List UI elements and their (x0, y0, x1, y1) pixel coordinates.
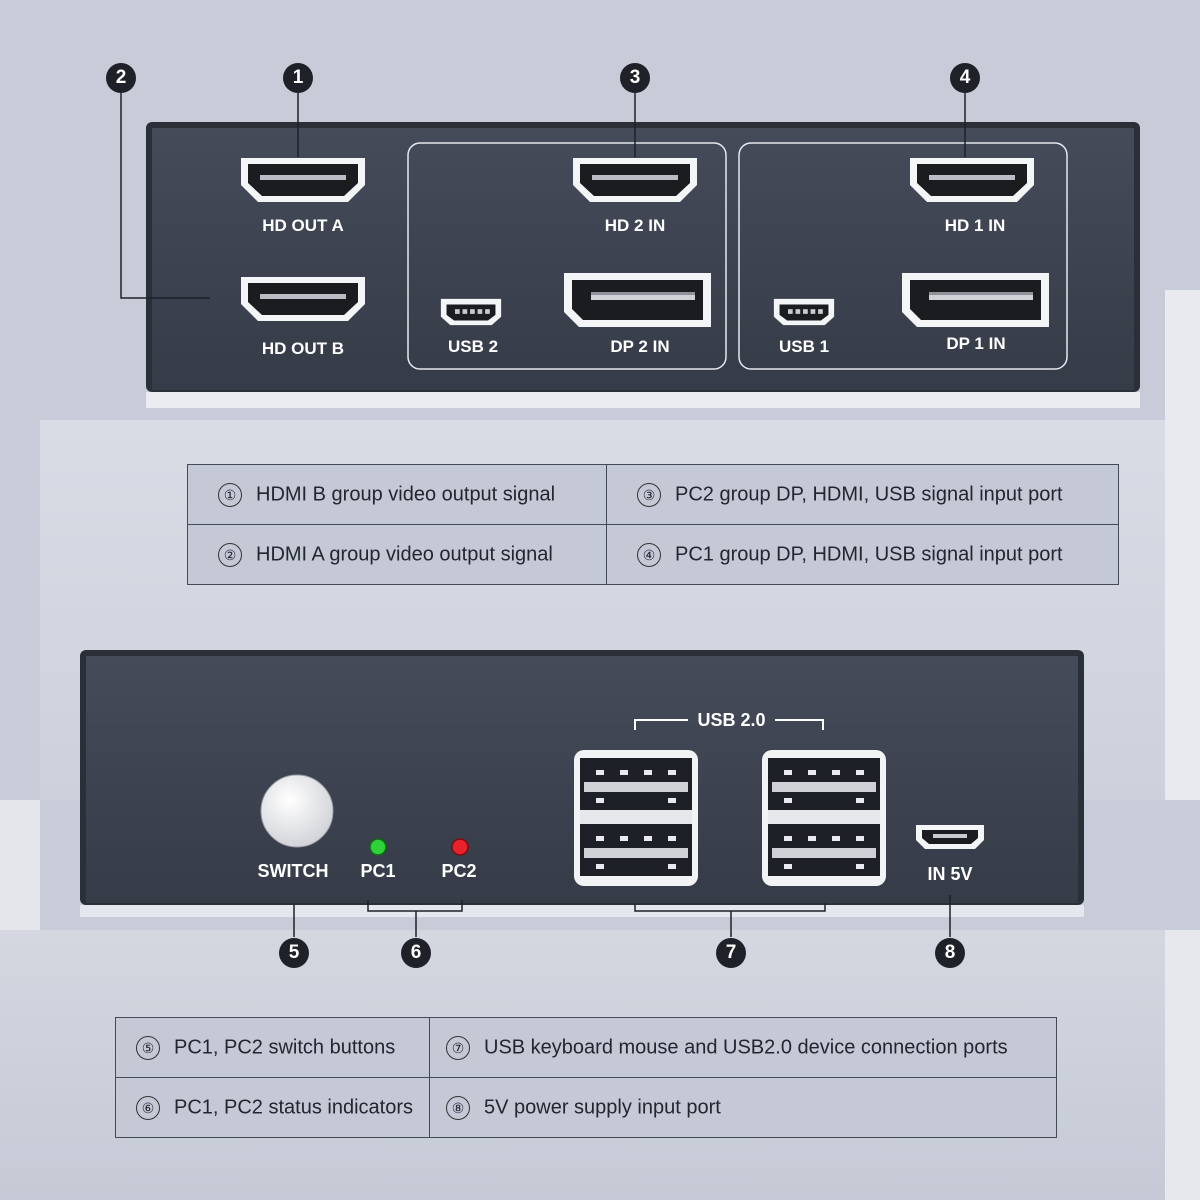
legend-row: ⑥ PC1, PC2 status indicators ⑧ 5V power su… (115, 1077, 1057, 1138)
pc2-led (451, 838, 469, 856)
legend-text: HDMI A group video output signal (256, 543, 553, 565)
legend-row: ⑤ PC1, PC2 switch buttons ⑦ USB keyboard m… (115, 1017, 1057, 1078)
legend-text: PC2 group DP, HDMI, USB signal input por… (675, 483, 1063, 505)
label-hd-out-b: HD OUT B (261, 339, 345, 358)
badge-7: 7 (716, 938, 746, 968)
legend-text: PC1, PC2 status indicators (174, 1096, 413, 1118)
legend-cell: ⑦ USB keyboard mouse and USB2.0 device co… (429, 1017, 1057, 1078)
background-shelf-left (0, 800, 40, 930)
switch-button[interactable] (260, 774, 334, 848)
legend-cell: ① HDMI B group video output signal (187, 464, 607, 525)
badge-5: 5 (279, 938, 309, 968)
legend-text: USB keyboard mouse and USB2.0 device con… (484, 1036, 1008, 1058)
usb-group-bracket (634, 719, 824, 730)
legend-cell: ② HDMI A group video output signal (187, 524, 607, 585)
mini-usb-port-2[interactable] (440, 298, 502, 326)
legend-table-bottom: ⑤ PC1, PC2 switch buttons ⑦ USB keyboard m… (115, 1017, 1057, 1138)
label-pc2: PC2 (441, 861, 477, 881)
badge-8: 8 (935, 938, 965, 968)
badge-2: 2 (106, 63, 136, 93)
badge-6: 6 (401, 938, 431, 968)
hdmi-port-out-b[interactable] (241, 277, 365, 321)
legend-number: ⑤ (136, 1035, 160, 1060)
badge-4: 4 (950, 63, 980, 93)
badge-3: 3 (620, 63, 650, 93)
back-callout-lines (120, 93, 966, 299)
legend-cell: ④ PC1 group DP, HDMI, USB signal input po… (606, 524, 1119, 585)
label-usb-2: USB 2 (447, 337, 499, 356)
label-usb-2-0: USB 2.0 (697, 710, 766, 730)
label-switch: SWITCH (257, 861, 329, 881)
dp-port-2-in[interactable] (564, 273, 711, 327)
label-hd-2-in: HD 2 IN (604, 216, 666, 235)
mini-usb-port-1[interactable] (773, 298, 835, 326)
label-in-5v: IN 5V (927, 864, 973, 884)
legend-row: ② HDMI A group video output signal ④ PC1 g… (187, 524, 1119, 585)
legend-cell: ⑧ 5V power supply input port (429, 1077, 1057, 1138)
background-shelf-bottom-side (1165, 930, 1200, 1200)
legend-number: ② (218, 542, 242, 567)
label-dp-2-in: DP 2 IN (610, 337, 670, 356)
label-hd-out-a: HD OUT A (262, 216, 344, 235)
usb-a-port-stack-1[interactable] (574, 750, 698, 886)
badge-1: 1 (283, 63, 313, 93)
label-pc1: PC1 (360, 861, 396, 881)
legend-number: ⑦ (446, 1035, 470, 1060)
legend-text: HDMI B group video output signal (256, 483, 556, 505)
label-dp-1-in: DP 1 IN (946, 334, 1006, 353)
label-usb-1: USB 1 (778, 337, 830, 356)
legend-number: ④ (637, 542, 661, 567)
legend-text: PC1, PC2 switch buttons (174, 1036, 396, 1058)
legend-row: ① HDMI B group video output signal ③ PC2 g… (187, 464, 1119, 525)
hdmi-port-2-in[interactable] (573, 158, 697, 202)
legend-cell: ⑥ PC1, PC2 status indicators (115, 1077, 430, 1138)
legend-text: PC1 group DP, HDMI, USB signal input por… (675, 543, 1063, 565)
pc1-led (369, 838, 387, 856)
legend-cell: ⑤ PC1, PC2 switch buttons (115, 1017, 430, 1078)
legend-table-top: ① HDMI B group video output signal ③ PC2 g… (187, 464, 1119, 585)
legend-number: ⑧ (446, 1095, 470, 1120)
micro-usb-power-port[interactable] (916, 825, 984, 849)
label-hd-1-in: HD 1 IN (944, 216, 1006, 235)
front-callout-lines (293, 895, 951, 937)
legend-number: ⑥ (136, 1095, 160, 1120)
background-shelf-top-side (1165, 290, 1200, 800)
dp-port-1-in[interactable] (902, 273, 1049, 327)
legend-number: ① (218, 482, 242, 507)
hdmi-port-1-in[interactable] (910, 158, 1034, 202)
hdmi-port-out-a[interactable] (241, 158, 365, 202)
legend-cell: ③ PC2 group DP, HDMI, USB signal input po… (606, 464, 1119, 525)
usb-a-port-stack-2[interactable] (762, 750, 886, 886)
legend-text: 5V power supply input port (484, 1096, 721, 1118)
legend-number: ③ (637, 482, 661, 507)
